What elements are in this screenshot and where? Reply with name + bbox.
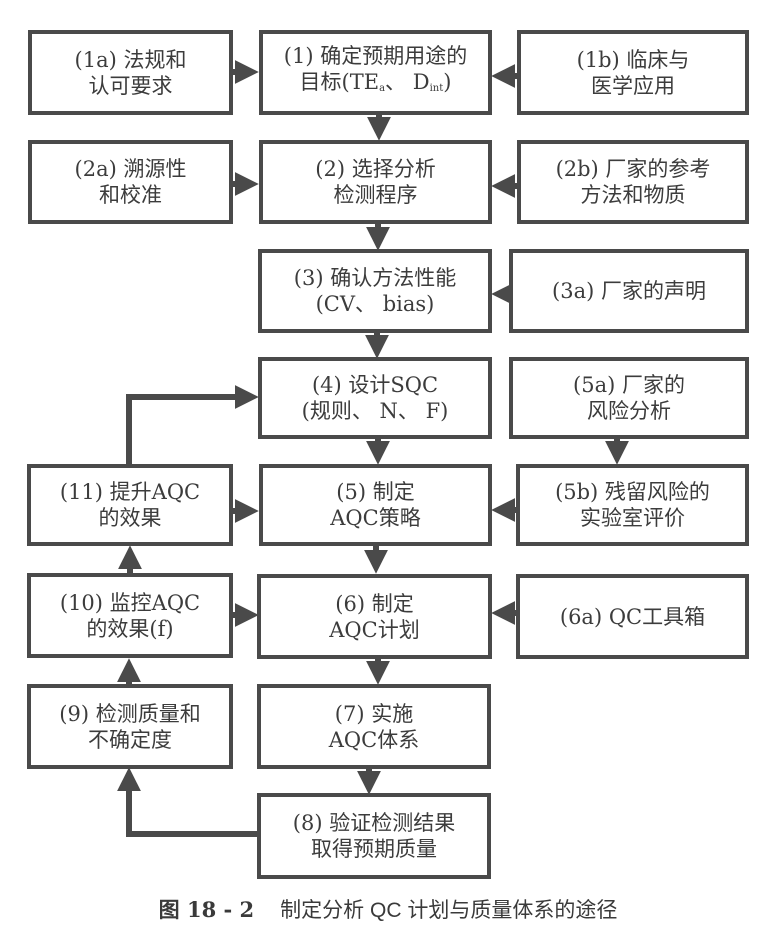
- box-1-line2-suffix: ): [443, 70, 452, 94]
- box-6a-line1: (6a) QC工具箱: [559, 604, 706, 629]
- box-9-line2: 不确定度: [88, 727, 172, 752]
- box-1a-regulatory-requirements: (1a) 法规和 认可要求: [28, 30, 233, 115]
- box-1-line2-prefix: 目标(TE: [299, 70, 380, 94]
- box-2a-traceability: (2a) 溯源性 和校准: [28, 140, 233, 224]
- box-1-line1: (1) 确定预期用途的: [283, 44, 468, 68]
- box-2-select-procedure: (2) 选择分析 检测程序: [259, 140, 492, 224]
- box-6-aqc-plan: (6) 制定 AQC计划: [257, 574, 492, 659]
- box-6a-qc-toolbox: (6a) QC工具箱: [516, 574, 749, 659]
- box-1a-line1: (1a) 法规和: [74, 47, 187, 72]
- box-2b-line1: (2b) 厂家的参考: [555, 157, 711, 181]
- box-5b-line1: (5b) 残留风险的: [555, 480, 710, 504]
- box-3a-manufacturer-claims: (3a) 厂家的声明: [509, 249, 749, 333]
- arrow-8-to-9: [117, 767, 259, 837]
- box-1-sub-a: a: [379, 83, 386, 94]
- box-3-line1: (3) 确认方法性能: [293, 266, 457, 290]
- box-4-line1: (4) 设计SQC: [311, 373, 439, 397]
- box-4-line2: (规则、 N、 F): [301, 399, 449, 423]
- box-5b-residual-risk: (5b) 残留风险的 实验室评价: [516, 464, 749, 546]
- box-5a-line2: 风险分析: [587, 399, 671, 423]
- box-2-line2: 检测程序: [333, 183, 418, 207]
- box-1-line2-mid: 、 D: [385, 70, 430, 94]
- box-5a-risk-analysis: (5a) 厂家的 风险分析: [509, 357, 749, 439]
- figure-title: 制定分析 QC 计划与质量体系的途径: [280, 899, 618, 922]
- box-9-line1: (9) 检测质量和: [59, 701, 201, 726]
- box-11-line1: (11) 提升AQC: [59, 480, 201, 504]
- box-3-line2: (CV、 bias): [315, 292, 435, 316]
- box-1-line2: 目标(TEa、 Dint): [300, 69, 452, 102]
- box-7-line1: (7) 实施: [334, 701, 414, 726]
- box-10-line2: 的效果(f): [86, 616, 174, 641]
- box-3-verify-performance: (3) 确认方法性能 (CV、 bias): [258, 249, 492, 333]
- box-2a-line1: (2a) 溯源性: [74, 157, 187, 181]
- figure-label: 图 18 - 2: [158, 897, 255, 922]
- box-2a-line2: 和校准: [99, 183, 162, 207]
- arrow-11-to-4: [126, 385, 259, 464]
- box-7-implement-aqc: (7) 实施 AQC体系: [257, 684, 491, 769]
- box-1a-line2: 认可要求: [88, 73, 173, 98]
- figure-caption: 图 18 - 2 制定分析 QC 计划与质量体系的途径: [0, 894, 776, 924]
- box-8-line2: 取得预期质量: [311, 837, 437, 861]
- box-1-define-goals: (1) 确定预期用途的 目标(TEa、 Dint): [259, 30, 492, 115]
- box-6-line1: (6) 制定: [335, 591, 414, 616]
- box-2b-manufacturer-reference: (2b) 厂家的参考 方法和物质: [517, 140, 749, 224]
- box-9-quality-uncertainty: (9) 检测质量和 不确定度: [27, 684, 233, 769]
- box-5-aqc-strategy: (5) 制定 AQC策略: [259, 464, 492, 546]
- box-2b-line2: 方法和物质: [580, 183, 686, 207]
- box-4-design-sqc: (4) 设计SQC (规则、 N、 F): [258, 357, 492, 439]
- box-10-monitor-aqc: (10) 监控AQC 的效果(f): [27, 573, 233, 658]
- box-6-line2: AQC计划: [329, 617, 420, 642]
- box-5-line1: (5) 制定: [336, 480, 415, 504]
- box-8-line1: (8) 验证检测结果: [292, 811, 456, 835]
- box-10-line1: (10) 监控AQC: [59, 590, 201, 615]
- box-2-line1: (2) 选择分析: [315, 157, 436, 181]
- box-1-sub-int: int: [429, 83, 444, 94]
- box-5-line2: AQC策略: [330, 506, 421, 530]
- box-8-verify-results: (8) 验证检测结果 取得预期质量: [257, 793, 491, 879]
- box-3a-line1: (3a) 厂家的声明: [552, 279, 706, 303]
- box-5b-line2: 实验室评价: [580, 506, 685, 530]
- box-1b-line1: (1b) 临床与: [576, 47, 690, 72]
- box-1b-clinical-application: (1b) 临床与 医学应用: [517, 30, 749, 115]
- box-11-line2: 的效果: [98, 506, 162, 530]
- box-11-improve-aqc: (11) 提升AQC 的效果: [27, 464, 233, 546]
- box-5a-line1: (5a) 厂家的: [573, 373, 685, 397]
- box-7-line2: AQC体系: [328, 727, 420, 752]
- box-1b-line2: 医学应用: [591, 73, 675, 98]
